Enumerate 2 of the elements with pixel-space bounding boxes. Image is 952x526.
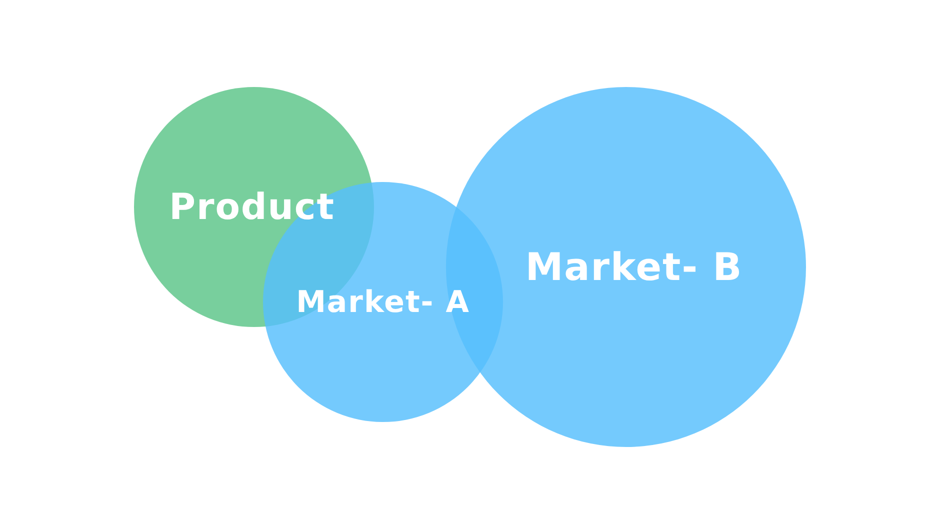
circle-label: Market- A: [296, 284, 470, 320]
circle-label: Market- B: [525, 245, 743, 289]
